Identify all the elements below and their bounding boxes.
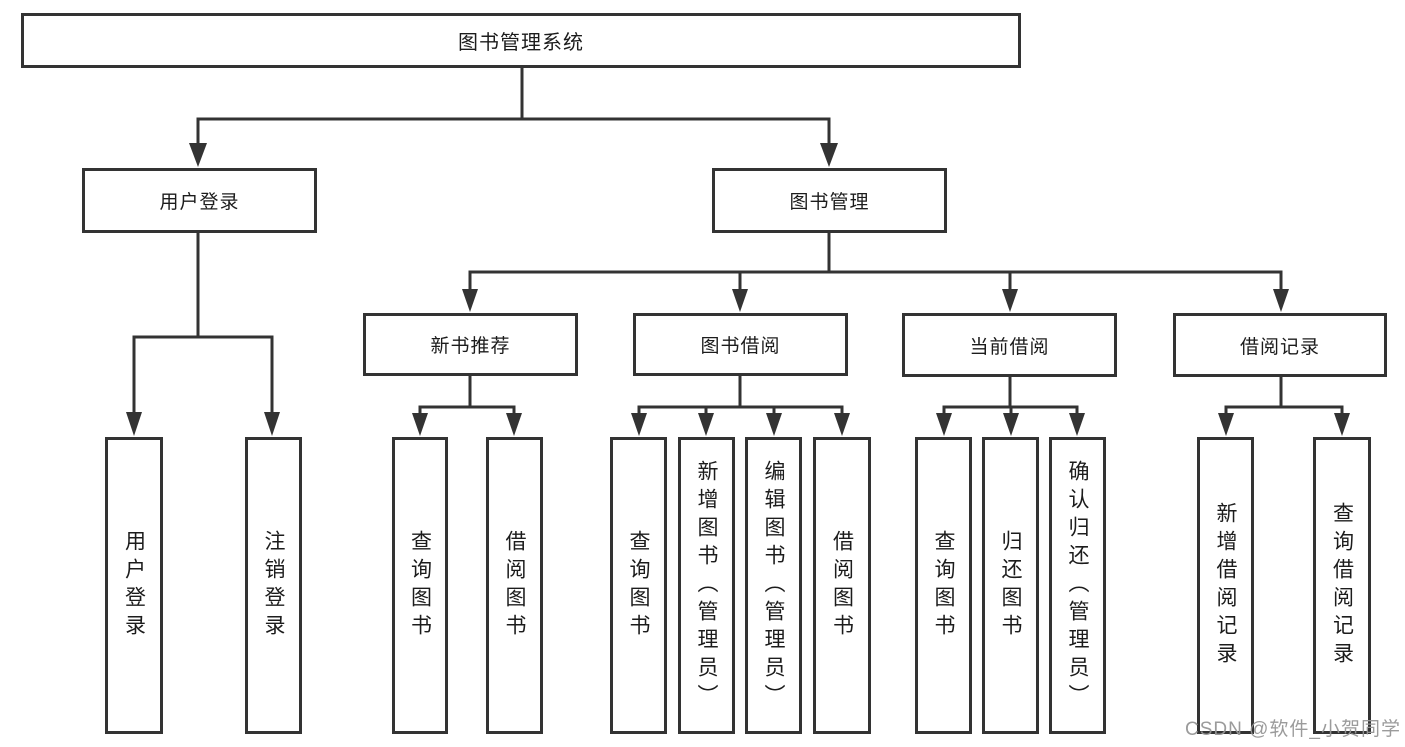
- leaf-label: 借阅图书: [830, 529, 854, 642]
- leaf-label: 编辑图书（管理员）: [762, 459, 785, 712]
- node-label: 图书管理系统: [458, 32, 584, 54]
- leaf-label: 新增借阅记录: [1214, 501, 1237, 670]
- leaf-label: 查询图书: [627, 529, 650, 642]
- leaf-label: 借阅图书: [503, 529, 526, 642]
- leaf-query-books-current: 查询图书: [915, 437, 972, 734]
- leaf-add-books-admin: 新增图书（管理员）: [678, 437, 735, 734]
- node-book-borrowing: 图书借阅: [633, 313, 848, 376]
- leaf-logout: 注销登录: [245, 437, 302, 734]
- node-new-book-recommendation: 新书推荐: [363, 313, 578, 376]
- node-label: 借阅记录: [1239, 336, 1320, 358]
- leaf-label: 查询借阅记录: [1330, 501, 1354, 670]
- node-label: 用户登录: [159, 192, 240, 213]
- node-label: 新书推荐: [430, 336, 511, 357]
- node-book-management: 图书管理: [712, 168, 947, 233]
- leaf-label: 查询图书: [408, 529, 432, 642]
- node-current-borrowing: 当前借阅: [902, 313, 1117, 377]
- leaf-query-books-borrowing: 查询图书: [610, 437, 667, 734]
- leaf-label: 注销登录: [262, 529, 285, 642]
- node-user-login: 用户登录: [82, 168, 317, 233]
- leaf-borrow-books-borrowing: 借阅图书: [813, 437, 871, 734]
- leaf-confirm-return-admin: 确认归还（管理员）: [1049, 437, 1106, 734]
- node-label: 图书借阅: [700, 336, 781, 357]
- leaf-borrow-books-recommend: 借阅图书: [486, 437, 543, 734]
- leaf-return-books: 归还图书: [982, 437, 1039, 734]
- arrowheads: [126, 143, 1350, 436]
- leaf-edit-books-admin: 编辑图书（管理员）: [745, 437, 802, 734]
- node-library-management-system: 图书管理系统: [21, 13, 1021, 68]
- leaf-query-books-recommend: 查询图书: [392, 437, 448, 734]
- leaf-label: 新增图书（管理员）: [695, 459, 718, 712]
- node-label: 图书管理: [789, 192, 870, 213]
- leaf-user-login: 用户登录: [105, 437, 163, 734]
- leaf-label: 确认归还（管理员）: [1066, 459, 1089, 712]
- leaf-label: 查询图书: [932, 529, 955, 642]
- csdn-watermark: CSDN @软件_小贺同学: [1185, 719, 1401, 740]
- leaf-label: 用户登录: [122, 529, 146, 642]
- node-borrowing-records: 借阅记录: [1173, 313, 1387, 377]
- leaf-query-borrowing-record: 查询借阅记录: [1313, 437, 1371, 734]
- node-label: 当前借阅: [969, 336, 1050, 358]
- leaf-label: 归还图书: [999, 529, 1022, 642]
- leaf-add-borrowing-record: 新增借阅记录: [1197, 437, 1254, 734]
